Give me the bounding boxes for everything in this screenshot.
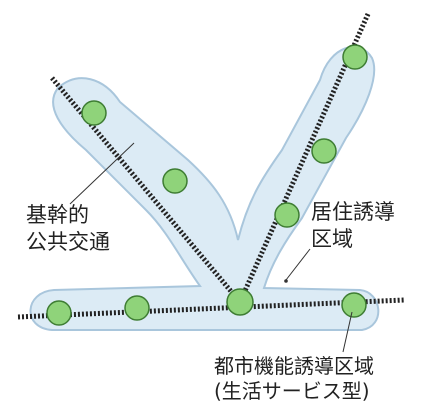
label-residential-zone-line2: 区域 <box>311 227 353 251</box>
station-node <box>124 295 150 321</box>
station-node-hub <box>226 288 254 316</box>
label-urban-function-zone-line2: (生活サービス型) <box>214 379 370 403</box>
leader-urban-function-zone <box>342 311 353 353</box>
label-trunk-transit-line1: 基幹的 <box>26 203 89 227</box>
residential-zone-shape <box>29 46 380 331</box>
rail-line-horizontal <box>17 297 405 320</box>
station-node <box>162 168 188 194</box>
station-node <box>46 300 72 326</box>
leader-residential-zone <box>285 248 311 281</box>
station-node <box>342 44 368 70</box>
label-trunk-transit-line2: 公共交通 <box>26 230 110 254</box>
residential-zone <box>29 46 380 331</box>
residential-zone-marker-dot <box>284 279 288 283</box>
leader-lines <box>69 142 353 353</box>
label-residential-zone-line1: 居住誘導 <box>311 200 395 224</box>
station-node <box>274 202 300 228</box>
label-urban-function-zone-line1: 都市機能誘導区域 <box>214 354 374 378</box>
stations <box>46 44 368 326</box>
leader-trunk-transit <box>69 142 135 205</box>
station-node <box>311 138 337 164</box>
station-node <box>81 100 107 126</box>
station-node <box>341 292 367 318</box>
labels: 基幹的 公共交通 居住誘導 区域 都市機能誘導区域 (生活サービス型) <box>26 200 395 403</box>
